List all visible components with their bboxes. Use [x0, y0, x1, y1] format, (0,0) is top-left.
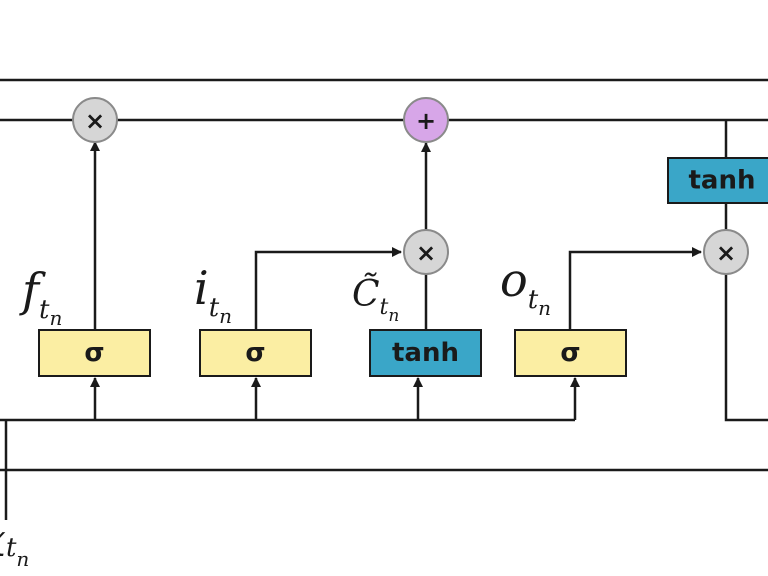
cell-tanh-activation: tanh: [689, 166, 756, 196]
cell-add-circle: [403, 97, 449, 143]
input-gate: σ: [199, 329, 312, 377]
input-vector-sub: t: [6, 533, 17, 563]
output-gate: σ: [514, 329, 627, 377]
output-gate-label: otn: [500, 253, 551, 320]
output-multiply-circle: [703, 229, 749, 275]
input-gate-label: itn: [194, 261, 232, 328]
input-multiply-circle: [403, 229, 449, 275]
cell-add-symbol: +: [416, 107, 436, 135]
input-gate-box: [199, 329, 312, 377]
forget-multiply-node: ×: [72, 97, 118, 143]
forget-gate-subsub: n: [49, 306, 62, 330]
cell-tanh: tanh: [667, 157, 768, 204]
forget-gate-box: [38, 329, 151, 377]
input-gate-subsub: n: [219, 304, 232, 328]
forget-multiply-symbol: ×: [85, 107, 105, 135]
output-gate-output-arrow: [568, 247, 702, 330]
candidate-gate-activation: tanh: [392, 338, 459, 368]
input-multiply-node: ×: [403, 229, 449, 275]
input-gate-sub: t: [209, 293, 220, 323]
output-gate-activation: σ: [560, 338, 580, 368]
cell-add-node: +: [403, 97, 449, 143]
output-gate-subsub: n: [538, 296, 551, 320]
input-vector-label: xtn: [0, 513, 29, 571]
forget-gate-activation: σ: [84, 338, 104, 368]
input-gate-var: i: [194, 261, 209, 315]
input-multiply-symbol: ×: [416, 239, 436, 267]
input-vector-subsub: n: [16, 547, 29, 571]
candidate-gate-label: C̃tn: [352, 273, 399, 326]
forget-multiply-circle: [72, 97, 118, 143]
forget-gate: σ: [38, 329, 151, 377]
candidate-gate-box: [369, 329, 482, 377]
candidate-gate-subsub: n: [388, 306, 399, 326]
output-gate-box: [514, 329, 627, 377]
input-gate-output-arrow: [254, 247, 402, 330]
candidate-gate-var: C̃: [352, 273, 380, 315]
hidden-output-line: [724, 274, 768, 422]
candidate-gate-sub: t: [380, 295, 389, 320]
output-gate-var: o: [500, 253, 528, 307]
input-gate-activation: σ: [245, 338, 265, 368]
cell-tanh-box: [667, 157, 768, 204]
output-gate-sub: t: [528, 285, 539, 315]
input-vector-var: x: [0, 513, 6, 567]
output-multiply-node: ×: [703, 229, 749, 275]
candidate-gate: tanh: [369, 329, 482, 377]
forget-gate-label: ftn: [19, 263, 62, 330]
forget-gate-sub: t: [39, 295, 50, 325]
output-multiply-symbol: ×: [716, 239, 736, 267]
